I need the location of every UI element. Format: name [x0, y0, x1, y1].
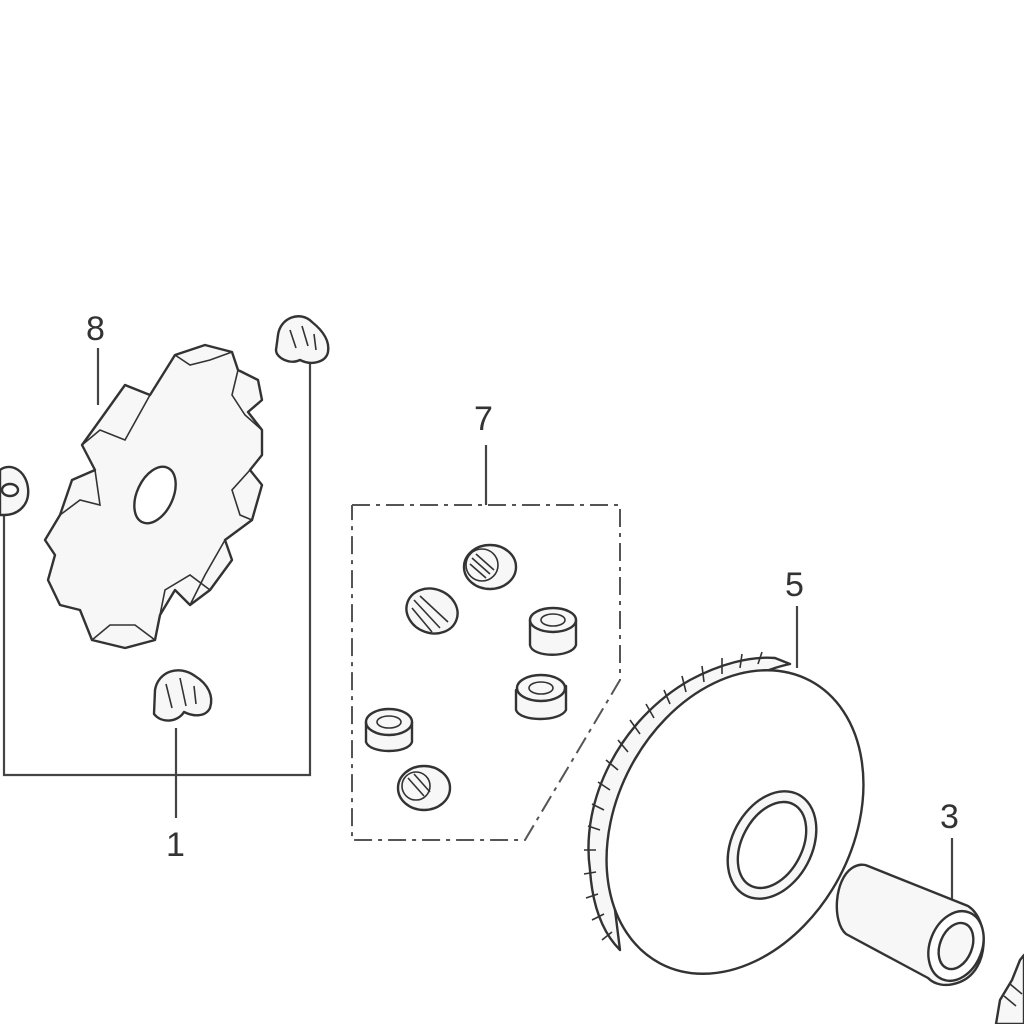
roller-set-part-7: [351, 445, 621, 841]
callout-label-7: 7: [474, 400, 493, 438]
gear-teeth: [583, 651, 763, 941]
guide-group-bracket: [2, 362, 312, 818]
ramp-plate-part-8: [43, 343, 264, 650]
roller-weight: [364, 707, 414, 753]
slide-piece-top: [274, 315, 330, 364]
callout-label-8: 8: [86, 310, 105, 348]
drive-face-part-5: [583, 606, 865, 975]
roller-weight: [514, 673, 568, 721]
partial-part-corner: [994, 953, 1024, 1024]
callout-label-3: 3: [940, 798, 959, 836]
collar-part-3: [835, 838, 985, 987]
slide-piece-left: [0, 465, 30, 517]
roller-weight: [405, 587, 459, 635]
roller-weight: [528, 606, 578, 656]
slide-piece-bottom: [152, 669, 213, 722]
roller-weight: [396, 764, 452, 812]
callout-label-1: 1: [166, 826, 185, 864]
roller-weight: [462, 543, 518, 591]
callout-label-5: 5: [785, 566, 804, 604]
